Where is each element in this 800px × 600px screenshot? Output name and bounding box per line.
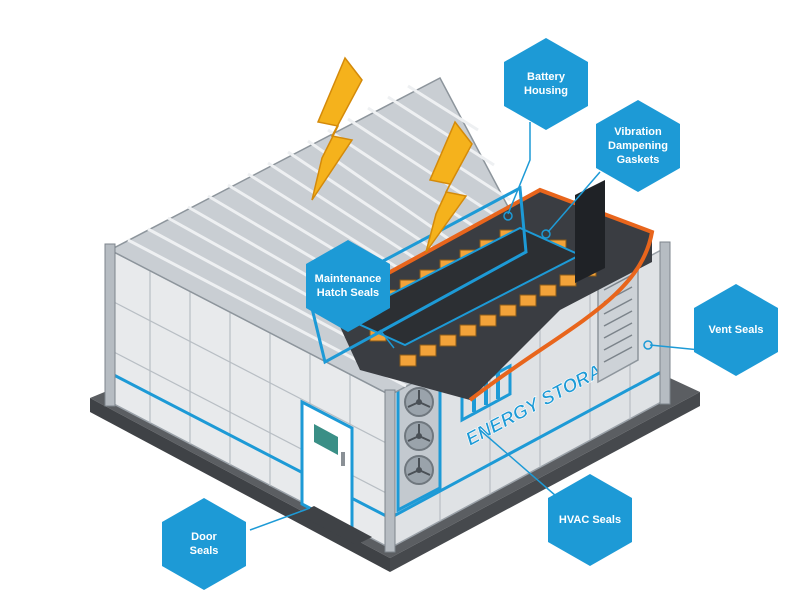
callout-label: Vibration Dampening Gaskets (608, 126, 668, 166)
corner-posts (104, 241, 671, 553)
callout-label: HVAC Seals (558, 514, 622, 526)
base-platform-edge-right (390, 392, 700, 572)
hexagon-icon (162, 498, 246, 590)
hexagon-icon (306, 240, 390, 332)
callout-label: Battery Housing (524, 71, 568, 97)
callout-door-seals: Door Seals (156, 496, 252, 592)
callout-label: Vent Seals (708, 324, 764, 336)
callout-maintenance-hatch-seals: Maintenance Hatch Seals (300, 238, 396, 334)
callout-vibration-dampening-gaskets: Vibration Dampening Gaskets (590, 98, 686, 194)
callout-label: Maintenance Hatch Seals (314, 273, 382, 299)
lightning-bolt-icon (425, 120, 473, 253)
lightning-bolt-icon (311, 56, 363, 201)
hexagon-icon (504, 38, 588, 130)
cutaway-edge (329, 187, 655, 402)
fan-icon (404, 421, 434, 451)
hexagon-icon (548, 474, 632, 566)
callout-battery-housing: Battery Housing (498, 36, 594, 132)
callout-label: Door Seals (189, 531, 219, 557)
callout-hvac-seals: HVAC Seals (542, 472, 638, 568)
leader-lines (249, 122, 701, 531)
right-wall-accent-stripe (389, 368, 666, 520)
fan-icon (404, 387, 434, 417)
callout-vent-seals: Vent Seals (688, 282, 784, 378)
base-platform-edge (90, 398, 390, 572)
fan-icon (404, 455, 434, 485)
vent-grille (603, 274, 633, 363)
leader-dots (503, 211, 653, 350)
door-window (314, 424, 338, 455)
door-step (298, 506, 372, 545)
door-handle (341, 452, 345, 466)
battery-housing-tower (575, 180, 605, 283)
hexagon-icon (596, 100, 680, 192)
hexagon-icon (694, 284, 778, 376)
maintenance-hatch-outline (308, 185, 528, 365)
